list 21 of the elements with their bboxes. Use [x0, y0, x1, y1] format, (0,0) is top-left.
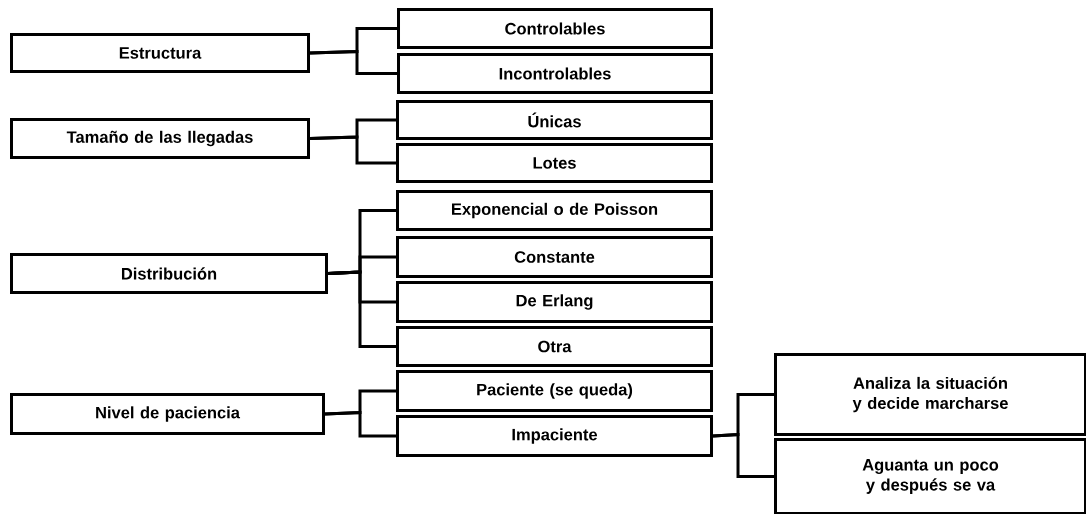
- connector-line: [309, 49, 397, 75]
- category-box: Distribución: [10, 253, 328, 294]
- category-box: Lotes: [396, 143, 713, 183]
- category-box: Incontrolables: [397, 53, 713, 94]
- category-box: Controlables: [397, 8, 713, 49]
- category-box: Únicas: [396, 100, 713, 140]
- category-box: Otra: [396, 326, 713, 367]
- connector-line: [324, 410, 396, 438]
- category-box: Exponencial o de Poisson: [396, 190, 713, 231]
- category-box: Tamaño de las llegadas: [10, 118, 310, 159]
- category-box: Paciente (se queda): [396, 370, 713, 412]
- category-box: Constante: [396, 236, 713, 278]
- category-box: Analiza la situación y decide marcharse: [774, 353, 1086, 436]
- category-box: De Erlang: [396, 281, 713, 323]
- category-box: Impaciente: [396, 415, 713, 457]
- connector-line: [712, 432, 774, 478]
- category-box: Estructura: [10, 33, 310, 73]
- connector-line: [327, 270, 396, 348]
- connector-line: [309, 135, 396, 165]
- category-box: Aguanta un poco y después se va: [774, 438, 1086, 514]
- category-box: Nivel de paciencia: [10, 393, 325, 435]
